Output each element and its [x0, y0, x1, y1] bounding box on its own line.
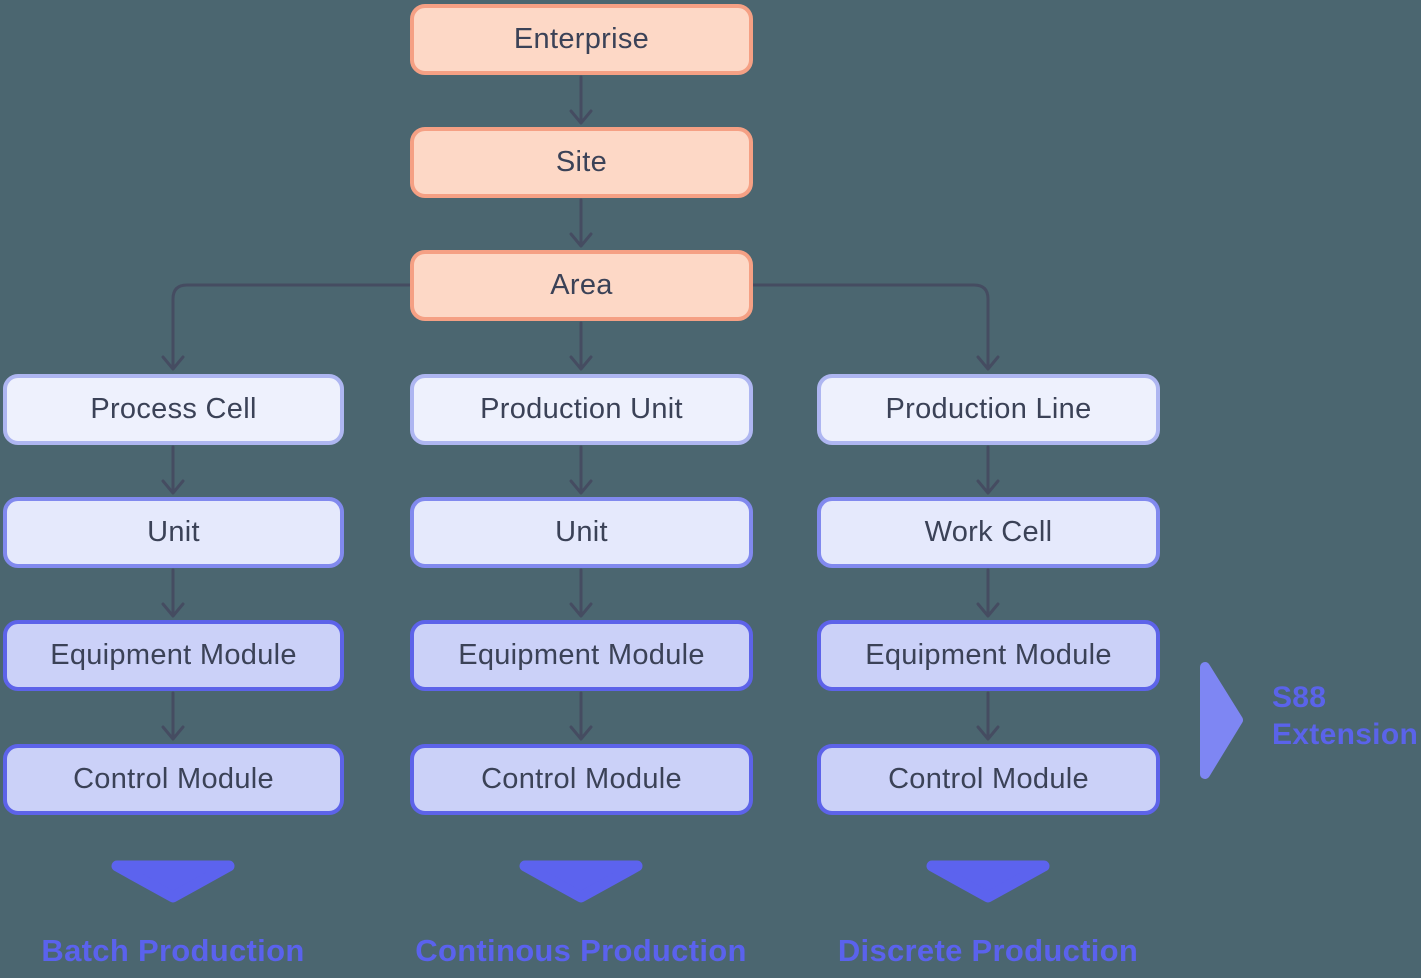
node-unit-continuous: Unit — [410, 497, 753, 568]
node-enterprise: Enterprise — [410, 4, 753, 75]
connector-area-production-line — [750, 283, 990, 369]
node-equipment-module-batch: Equipment Module — [3, 620, 344, 691]
arrowhead-equipment-control-batch-icon — [161, 725, 185, 741]
node-unit-batch: Unit — [3, 497, 344, 568]
arrowhead-process-cell-unit-icon — [161, 479, 185, 495]
node-control-module-discrete: Control Module — [817, 744, 1160, 815]
discrete-down-triangle-icon — [926, 860, 1050, 903]
connector-area-process-cell — [171, 283, 413, 369]
batch-down-triangle-icon — [111, 860, 235, 903]
node-area: Area — [410, 250, 753, 321]
s88-extension-line2: Extension — [1272, 718, 1419, 751]
s88-extension-label: S88 Extension — [1272, 679, 1418, 753]
arrowhead-area-process-cell-icon — [161, 355, 185, 371]
node-work-cell: Work Cell — [817, 497, 1160, 568]
arrowhead-work-cell-equipment-discrete-icon — [976, 602, 1000, 618]
label-discrete-production: Discrete Production — [837, 933, 1139, 968]
arrowhead-equipment-control-continuous-icon — [569, 725, 593, 741]
arrowhead-production-line-work-cell-icon — [976, 479, 1000, 495]
node-production-unit: Production Unit — [410, 374, 753, 445]
arrowhead-unit-equipment-continuous-icon — [569, 602, 593, 618]
node-control-module-continuous: Control Module — [410, 744, 753, 815]
s88-extension-line1: S88 — [1272, 681, 1327, 714]
continuous-down-triangle-icon — [519, 860, 643, 903]
s88-extension-arrow-icon — [1200, 662, 1243, 779]
node-equipment-module-continuous: Equipment Module — [410, 620, 753, 691]
node-control-module-batch: Control Module — [3, 744, 344, 815]
arrowhead-site-area-icon — [569, 232, 593, 248]
arrowhead-equipment-control-discrete-icon — [976, 725, 1000, 741]
label-batch-production: Batch Production — [41, 933, 305, 968]
arrowhead-unit-equipment-batch-icon — [161, 602, 185, 618]
node-production-line: Production Line — [817, 374, 1160, 445]
arrowhead-production-unit-unit-icon — [569, 479, 593, 495]
label-continuous-production: Continous Production — [415, 933, 747, 968]
arrowhead-enterprise-site-icon — [569, 109, 593, 125]
node-equipment-module-discrete: Equipment Module — [817, 620, 1160, 691]
arrowhead-area-production-line-icon — [976, 355, 1000, 371]
node-site: Site — [410, 127, 753, 198]
node-process-cell: Process Cell — [3, 374, 344, 445]
arrowhead-area-production-unit-icon — [569, 355, 593, 371]
